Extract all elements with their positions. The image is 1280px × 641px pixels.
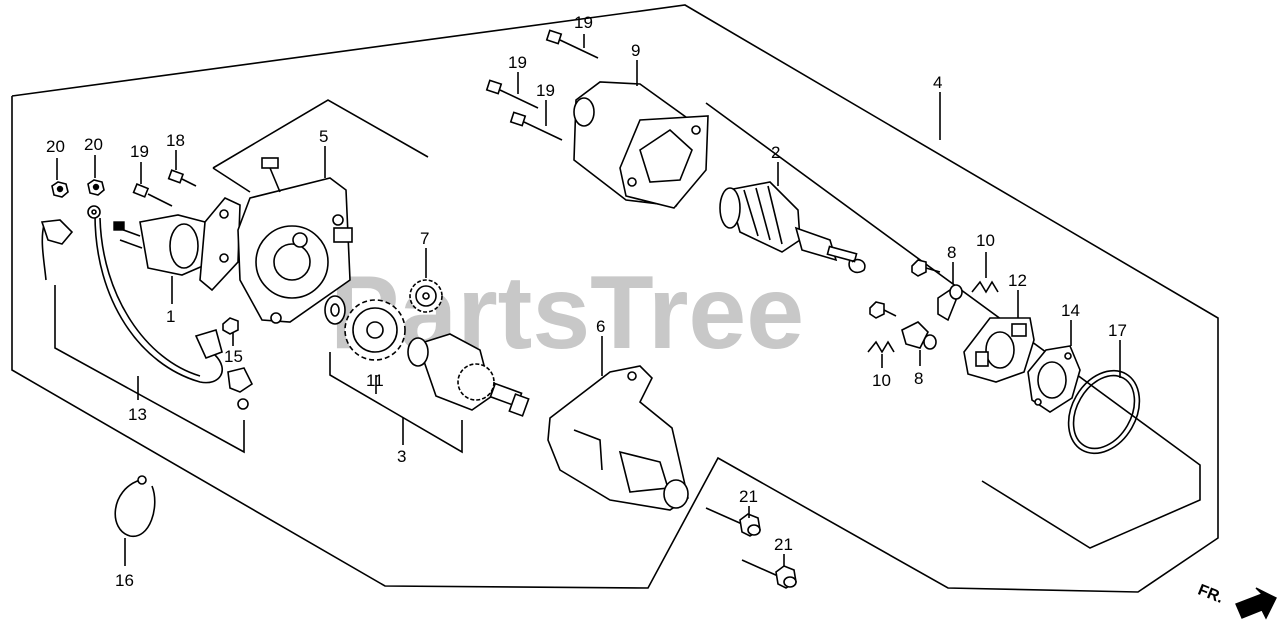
callout-16: 16 [115,571,134,590]
callout-7: 7 [420,229,429,248]
part-bolt-lower [869,301,897,319]
callout-19b: 19 [574,13,593,32]
part-6-cover [547,365,689,511]
part-12-brush-holder [963,317,1035,383]
part-5-housing [237,157,353,324]
part-13-terminal-hole [91,209,97,215]
part-7-gear [409,279,443,313]
subassembly-boundary-5 [212,99,429,169]
part-8-washer-a [949,284,963,300]
callout-2: 2 [771,143,780,162]
part-21-bolt-a [705,507,761,537]
callout-14: 14 [1061,301,1080,320]
part-clip [848,258,866,274]
callout-9: 9 [631,41,640,60]
callout-19a: 19 [130,142,149,161]
callout-6: 6 [596,317,605,336]
bracket-13 [54,285,245,454]
part-10-spring-a [971,280,999,294]
part-13-cable [94,214,223,384]
part-8-washer-b [923,334,937,350]
part-11-gear [344,299,406,361]
part-3-drive [407,333,530,417]
part-20-nut-b-hole [92,183,100,191]
callout-8b: 8 [914,369,923,388]
part-19-bolt-c [485,79,539,109]
part-19-bolt-a [132,183,173,207]
callout-21a: 21 [739,487,758,506]
subassembly-boundary-5-left [212,167,251,193]
front-direction-label: FR. [1195,582,1225,607]
part-washer-hole [330,303,340,317]
callout-19d: 19 [536,81,555,100]
watermark: PartsTree [330,255,804,371]
part-19-bolt-b [545,29,599,59]
callout-18: 18 [166,131,185,150]
part-20-nut-a-hole [56,185,64,193]
callout-11: 11 [366,371,384,390]
part-18-bolt [167,169,197,187]
callout-19c: 19 [508,53,527,72]
callout-20b: 20 [84,135,103,154]
callout-15: 15 [224,347,243,366]
callout-12: 12 [1008,271,1027,290]
part-13-cable-inner [99,217,201,377]
part-17-oring [1067,369,1141,455]
part-17-oring-inner [1072,374,1136,450]
callout-4: 4 [933,73,942,92]
part-15-plate [194,328,223,360]
callout-20a: 20 [46,137,65,156]
part-15-bolt [222,317,239,335]
part-1-solenoid [113,197,241,292]
callout-13: 13 [128,405,147,424]
callout-10b: 10 [872,371,891,390]
callout-21b: 21 [774,535,793,554]
part-13-boot [41,224,47,281]
part-13-cap [227,367,254,393]
callout-5: 5 [319,127,328,146]
callout-1: 1 [166,307,175,326]
part-13-cap-base [237,398,249,410]
front-arrow-icon [1235,587,1277,620]
part-2-armature [719,181,858,263]
part-14-plate [1027,345,1081,413]
part-21-bolt-b [741,559,797,589]
subassembly-boundary-4 [705,102,1201,549]
callout-8a: 8 [947,243,956,262]
part-13-boot-head [40,219,74,245]
part-bolt-upper [911,259,941,277]
part-19-bolt-d [509,111,563,141]
part-9-yoke [573,81,709,209]
callout-3: 3 [397,447,406,466]
part-16-clamp-tab [137,475,147,485]
part-10-spring-b [867,340,895,354]
bracket-3 [329,352,463,454]
part-16-clamp [114,479,156,537]
assembly-boundary [11,4,1219,593]
callout-10a: 10 [976,231,995,250]
callout-17: 17 [1108,321,1127,340]
